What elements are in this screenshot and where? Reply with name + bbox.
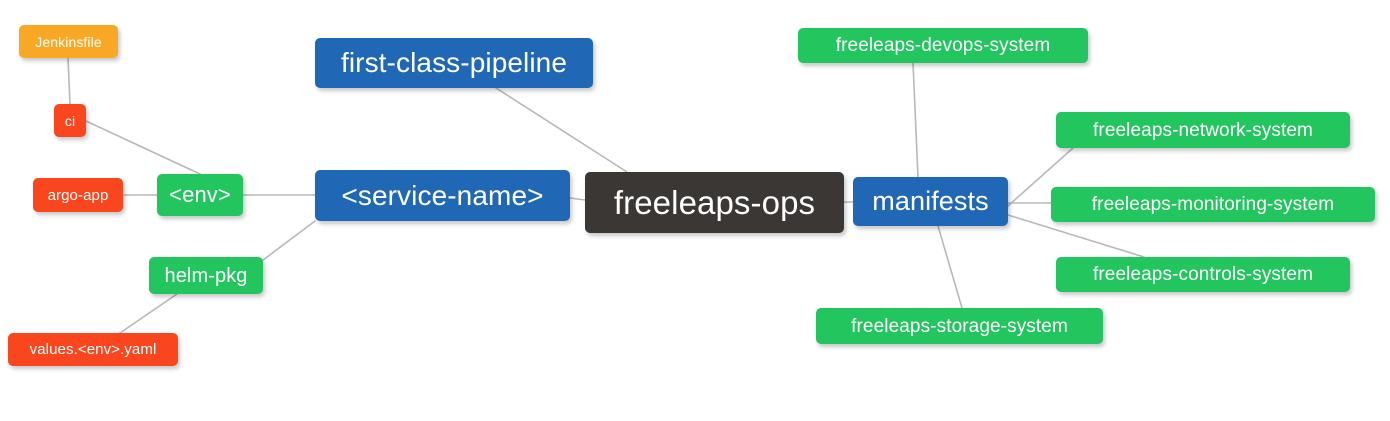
node-label-freeleaps-storage-system: freeleaps-storage-system (851, 315, 1068, 337)
edge-service-name-to-freeleaps-ops (569, 197, 586, 201)
node-jenkinsfile[interactable]: Jenkinsfile (19, 25, 118, 58)
node-label-freeleaps-network-system: freeleaps-network-system (1093, 119, 1313, 141)
edge-ci-to-env (85, 120, 201, 175)
node-label-argo-app: argo-app (47, 186, 109, 204)
edge-manifests-to-freeleaps-storage-system (937, 225, 963, 309)
edge-service-name-to-helm-pkg (262, 220, 316, 261)
node-label-freeleaps-controls-system: freeleaps-controls-system (1092, 264, 1314, 285)
node-label-env: <env> (169, 182, 231, 207)
edge-manifests-to-freeleaps-devops-system (912, 62, 919, 178)
node-label-service-name: <service-name> (341, 179, 544, 211)
node-label-freeleaps-ops: freeleaps-ops (613, 184, 816, 221)
node-label-first-class-pipeline: first-class-pipeline (340, 47, 568, 78)
node-freeleaps-controls-system[interactable]: freeleaps-controls-system (1056, 257, 1350, 292)
node-freeleaps-network-system[interactable]: freeleaps-network-system (1056, 112, 1350, 148)
node-label-freeleaps-monitoring-system: freeleaps-monitoring-system (1091, 194, 1335, 215)
node-env[interactable]: <env> (157, 174, 243, 216)
node-label-jenkinsfile: Jenkinsfile (35, 33, 102, 50)
node-freeleaps-storage-system[interactable]: freeleaps-storage-system (816, 308, 1103, 344)
node-manifests[interactable]: manifests (853, 177, 1008, 226)
node-first-class-pipeline[interactable]: first-class-pipeline (315, 38, 593, 88)
node-freeleaps-devops-system[interactable]: freeleaps-devops-system (798, 28, 1088, 63)
edge-first-class-pipeline-to-freeleaps-ops (495, 87, 628, 173)
node-freeleaps-ops[interactable]: freeleaps-ops (585, 172, 844, 233)
node-label-values-env-yaml: values.<env>.yaml (29, 341, 157, 358)
node-helm-pkg[interactable]: helm-pkg (149, 257, 263, 294)
node-label-helm-pkg: helm-pkg (164, 264, 248, 287)
node-freeleaps-monitoring-system[interactable]: freeleaps-monitoring-system (1051, 187, 1375, 222)
node-values-env-yaml[interactable]: values.<env>.yaml (8, 333, 178, 366)
edge-helm-pkg-to-values-env-yaml (119, 293, 178, 334)
edge-jenkinsfile-to-ci (67, 57, 71, 105)
node-argo-app[interactable]: argo-app (33, 178, 123, 212)
node-label-freeleaps-devops-system: freeleaps-devops-system (835, 35, 1051, 56)
node-service-name[interactable]: <service-name> (315, 170, 570, 221)
node-label-manifests: manifests (872, 186, 989, 216)
node-ci[interactable]: ci (54, 104, 86, 137)
node-label-ci: ci (64, 112, 76, 129)
